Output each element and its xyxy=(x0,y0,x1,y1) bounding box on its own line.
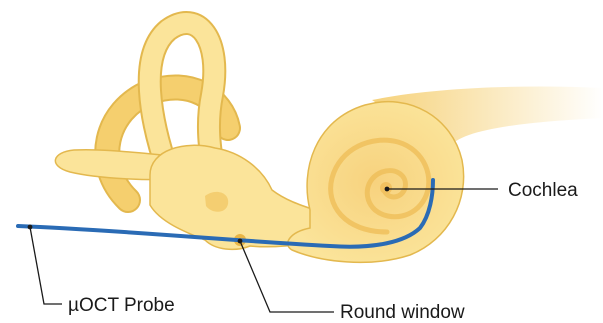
round-window-label: Round window xyxy=(340,302,465,323)
probe-label: µOCT Probe xyxy=(68,295,175,316)
probe-leader-line xyxy=(30,227,62,304)
cochlea-body xyxy=(288,102,464,263)
cochlea-label: Cochlea xyxy=(508,180,578,201)
